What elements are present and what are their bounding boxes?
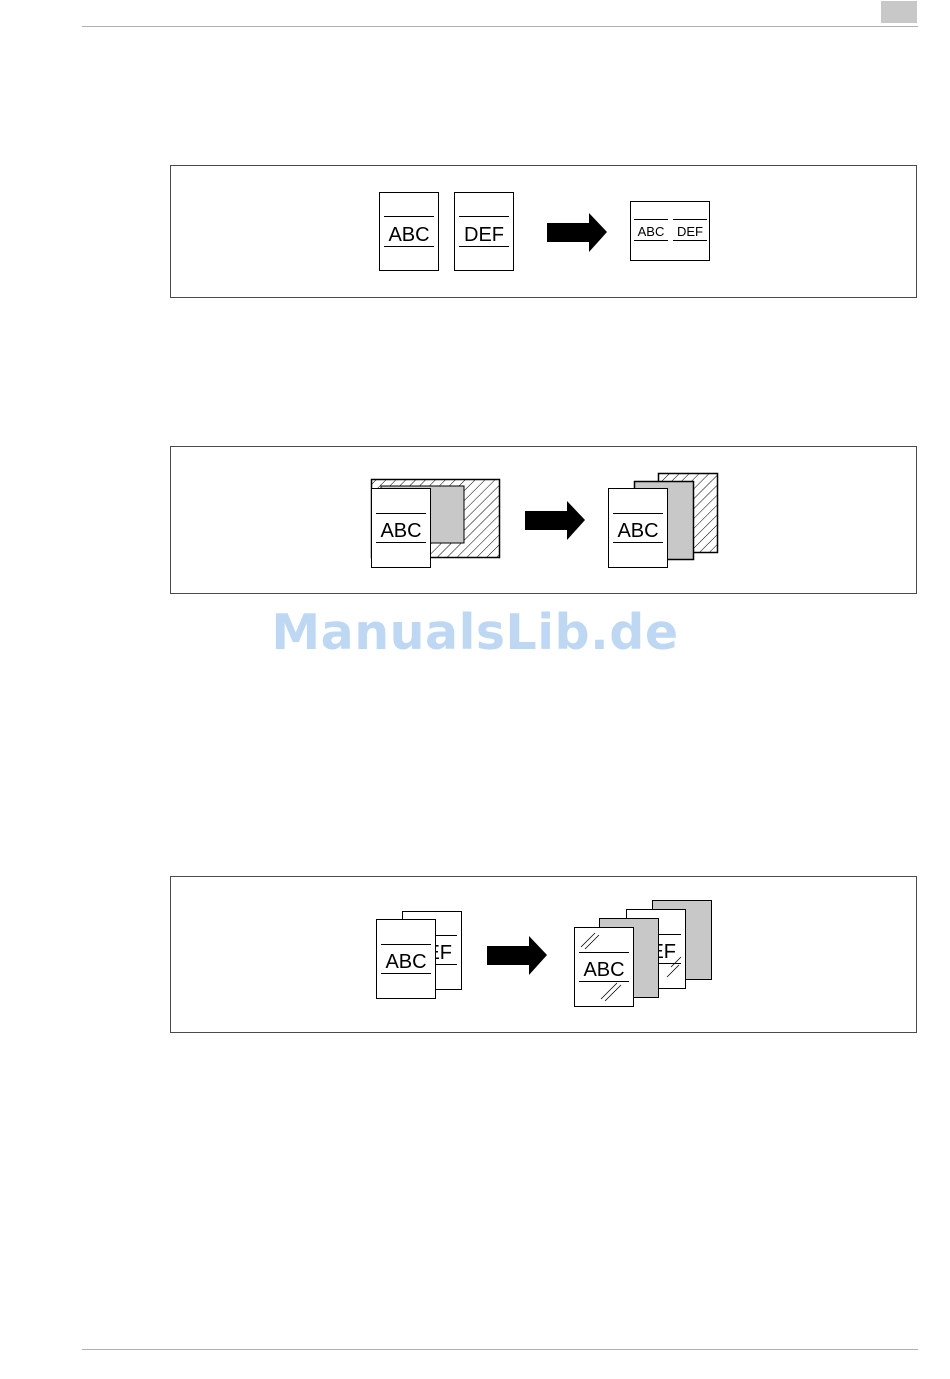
header-rule xyxy=(82,26,918,27)
page-tab-marker xyxy=(881,1,917,23)
watermark: ManualsLib.de xyxy=(0,604,950,661)
result-page-abc-text: ABC xyxy=(583,959,624,981)
original-stack: DEF ABC xyxy=(377,912,462,999)
original-with-frame: ABC xyxy=(372,480,500,568)
overlay-result-stack: DEF ABC xyxy=(575,901,712,1007)
result-stack: ABC xyxy=(609,474,718,568)
combined-page-def-text: DEF xyxy=(677,224,703,239)
figure-combine: ABC DEF ABC DEF xyxy=(170,165,917,298)
result-page-abc-text: ABC xyxy=(617,520,658,542)
original-page-abc: ABC xyxy=(380,193,439,271)
original-page-abc-text: ABC xyxy=(380,520,421,542)
original-page-def: DEF xyxy=(455,193,514,271)
original-page-abc-text: ABC xyxy=(388,224,429,246)
figure-frame-erase: ABC ABC xyxy=(170,446,917,594)
arrow-right-icon xyxy=(487,936,547,975)
arrow-right-icon xyxy=(525,501,585,540)
combined-page-abc-text: ABC xyxy=(638,224,665,239)
footer-rule xyxy=(82,1349,918,1350)
original-page-abc-text: ABC xyxy=(385,951,426,973)
arrow-right-icon xyxy=(547,213,607,252)
combined-page: ABC DEF xyxy=(631,202,710,261)
figure-overlay: DEF ABC DEF ABC xyxy=(170,876,917,1033)
original-page-def-text: DEF xyxy=(464,224,504,246)
